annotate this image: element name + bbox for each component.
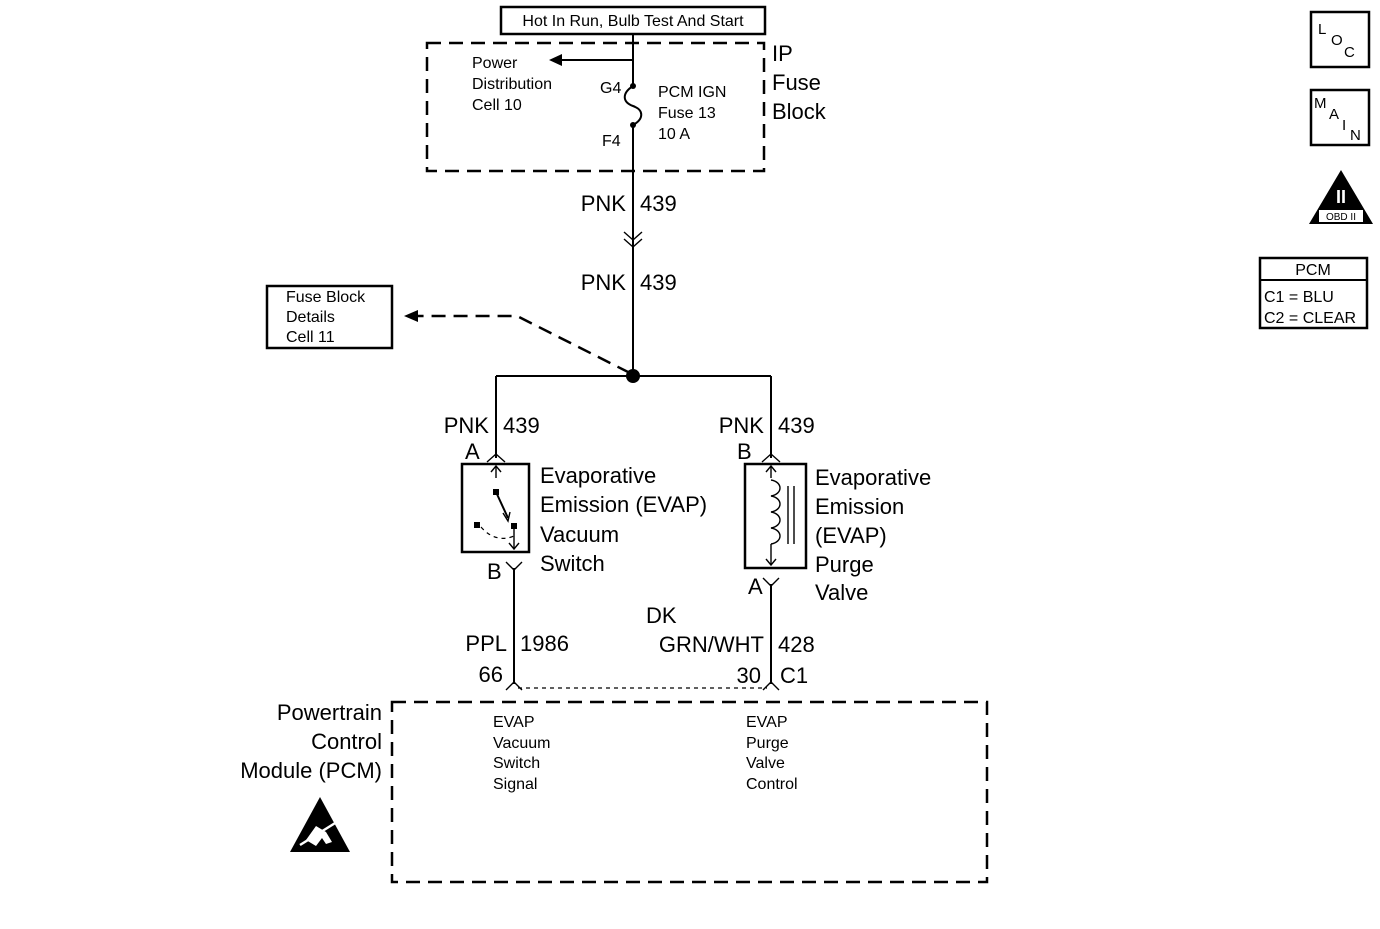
fuse-name-1: PCM IGN	[658, 84, 726, 101]
terminal-g4: G4	[600, 80, 621, 97]
left-branch-wire-color: PNK	[444, 413, 490, 438]
svg-text:I: I	[1342, 117, 1346, 134]
power-distribution-2: Distribution	[472, 76, 552, 93]
fuse-details-reference[interactable]: Fuse Block Details Cell 11	[265, 284, 631, 375]
pcm-name-1: Powertrain	[277, 700, 382, 725]
left-branch-wire[interactable]: PNK 439	[444, 376, 540, 463]
vacuum-switch-name-3: Vacuum	[540, 522, 619, 547]
vacuum-switch-pin-b: B	[487, 559, 502, 584]
fuse-block-name-2: Fuse	[772, 70, 821, 95]
vacuum-switch-pin-a: A	[465, 439, 480, 464]
pcm-input-1: EVAP	[493, 714, 535, 731]
main-lower-wire-number: 439	[640, 270, 677, 295]
powertrain-control-module[interactable]: Powertrain Control Module (PCM) EVAP Vac…	[240, 700, 989, 884]
obd-ii-icon[interactable]: II OBD II	[1309, 170, 1373, 224]
pcm-input-4: Signal	[493, 776, 537, 793]
fuse-block-name-1: IP	[772, 41, 793, 66]
main-feed-wire[interactable]: PNK 439 PNK 439	[581, 171, 677, 376]
connector-table-row-1: C1 = BLU	[1264, 289, 1334, 306]
main-icon[interactable]: M A I N	[1309, 88, 1371, 147]
svg-text:L: L	[1318, 21, 1326, 38]
purge-valve-box	[743, 462, 808, 570]
pcm-input-2: Vacuum	[493, 735, 551, 752]
svg-text:II: II	[1336, 187, 1346, 207]
vacuum-switch-name-2: Emission (EVAP)	[540, 492, 707, 517]
fuse-block-outline	[425, 41, 766, 173]
power-distribution-3: Cell 10	[472, 97, 522, 114]
circuit-header: Hot In Run, Bulb Test And Start	[499, 5, 767, 60]
switch-signal-wire-color: PPL	[465, 631, 507, 656]
purge-control-wire-number: 428	[778, 632, 815, 657]
purge-valve-name-5: Valve	[815, 580, 868, 605]
pcm-input-3: Switch	[493, 755, 540, 772]
purge-valve-name-3: (EVAP)	[815, 523, 887, 548]
fuse-13-icon[interactable]	[623, 85, 643, 126]
fuse-details-arrowhead	[404, 310, 418, 322]
left-branch-wire-number: 439	[503, 413, 540, 438]
svg-text:OBD II: OBD II	[1326, 212, 1356, 223]
evap-vacuum-switch[interactable]: A B Evaporative Emission (EVAP) Vacuum S…	[460, 439, 707, 684]
fuse-name-2: Fuse 13	[658, 105, 716, 122]
vacuum-switch-name-4: Switch	[540, 551, 605, 576]
purge-valve-pin-a: A	[748, 574, 763, 599]
svg-text:M: M	[1314, 95, 1327, 112]
main-upper-wire-color: PNK	[581, 191, 627, 216]
fuse-details-box[interactable]	[265, 284, 394, 350]
pcm-output-1: EVAP	[746, 714, 788, 731]
purge-control-wire[interactable]: DK GRN/WHT 428 30 C1	[646, 603, 815, 691]
svg-text:C: C	[1344, 44, 1355, 61]
purge-valve-pin-b: B	[737, 439, 752, 464]
main-upper-wire-number: 439	[640, 191, 677, 216]
pcm-output-2: Purge	[746, 735, 789, 752]
evap-purge-valve[interactable]: B A Evaporative Emission (EVAP) Purge Va…	[737, 439, 931, 684]
svg-text:N: N	[1350, 127, 1361, 144]
connector-table-row-2: C2 = CLEAR	[1264, 310, 1356, 327]
fuse-details-leader	[418, 314, 631, 375]
pcm-connector-table: PCM C1 = BLU C2 = CLEAR	[1258, 256, 1369, 330]
purge-control-wire-color-2: GRN/WHT	[659, 632, 764, 657]
switch-signal-pin: 66	[479, 662, 503, 687]
solenoid-icon	[765, 464, 795, 567]
power-distribution-arrowhead	[549, 54, 562, 66]
right-branch-wire-number: 439	[778, 413, 815, 438]
purge-control-connector: C1	[780, 663, 808, 688]
fuse-details-2: Details	[286, 309, 335, 326]
loc-icon[interactable]: L O C	[1309, 10, 1371, 69]
purge-valve-name-1: Evaporative	[815, 465, 931, 490]
svg-text:O: O	[1331, 32, 1343, 49]
purge-control-pin: 30	[737, 663, 761, 688]
ip-fuse-block[interactable]: IP Fuse Block Power Distribution Cell 10…	[425, 41, 827, 173]
terminal-f4: F4	[602, 133, 621, 150]
svg-text:A: A	[1329, 106, 1339, 123]
purge-control-wire-color-1: DK	[646, 603, 677, 628]
vacuum-switch-box	[460, 462, 531, 554]
fuse-details-3: Cell 11	[286, 329, 335, 346]
fuse-details-1: Fuse Block	[286, 289, 366, 306]
fuse-block-name-3: Block	[772, 99, 827, 124]
pcm-outline	[390, 700, 989, 884]
switch-signal-wire[interactable]: PPL 1986 66	[465, 631, 569, 691]
power-distribution-1: Power	[472, 55, 518, 72]
vacuum-switch-icon	[474, 464, 520, 551]
purge-valve-name-4: Purge	[815, 552, 874, 577]
purge-valve-name-2: Emission	[815, 494, 904, 519]
main-lower-wire-color: PNK	[581, 270, 627, 295]
pcm-output-4: Control	[746, 776, 798, 793]
right-branch-wire[interactable]: PNK 439	[719, 376, 815, 463]
inline-connector-icon	[623, 231, 643, 241]
vacuum-switch-name-1: Evaporative	[540, 463, 656, 488]
pcm-output-3: Valve	[746, 755, 785, 772]
pcm-name-3: Module (PCM)	[240, 758, 382, 783]
esd-warning-icon	[290, 797, 350, 852]
right-branch-wire-color: PNK	[719, 413, 765, 438]
circuit-header-label: Hot In Run, Bulb Test And Start	[522, 13, 744, 30]
fuse-name-3: 10 A	[658, 126, 690, 143]
pcm-name-2: Control	[311, 729, 382, 754]
switch-signal-wire-number: 1986	[520, 631, 569, 656]
connector-table-title: PCM	[1295, 262, 1331, 279]
